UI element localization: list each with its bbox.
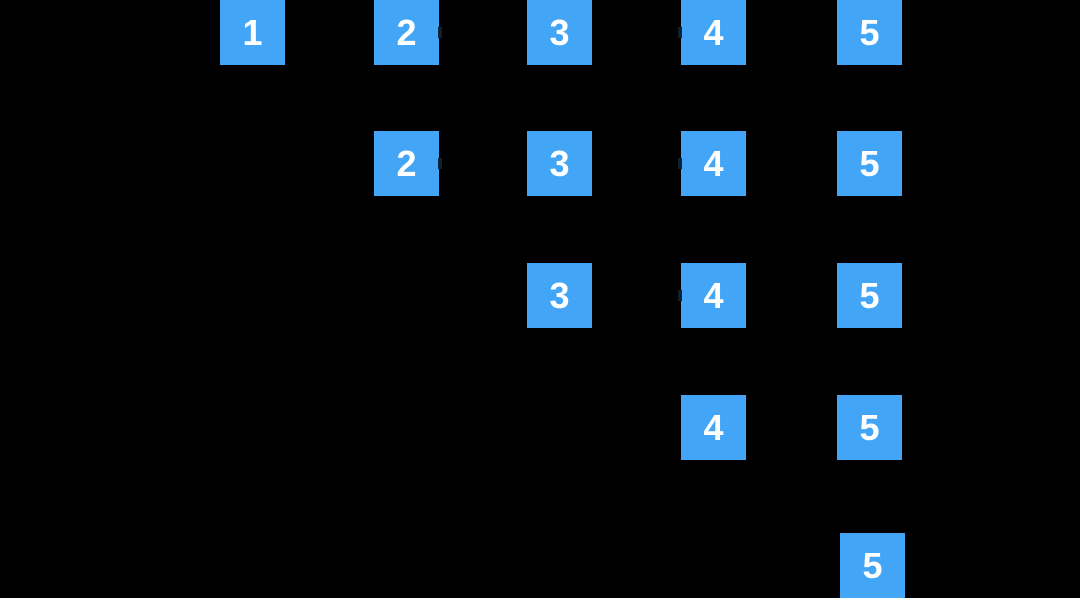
tile-r3-n5[interactable]: 5 (837, 263, 902, 328)
connector-marker-r2c4 (678, 158, 682, 169)
tile-r1-n3[interactable]: 3 (527, 0, 592, 65)
tile-r4-n4[interactable]: 4 (681, 395, 746, 460)
tile-r5-n5[interactable]: 5 (840, 533, 905, 598)
tile-r3-n4[interactable]: 4 (681, 263, 746, 328)
connector-marker-r3c4 (678, 290, 682, 301)
tile-r3-n3[interactable]: 3 (527, 263, 592, 328)
tile-r4-n5[interactable]: 5 (837, 395, 902, 460)
tile-r1-n1[interactable]: 1 (220, 0, 285, 65)
tile-r2-n4[interactable]: 4 (681, 131, 746, 196)
tile-r1-n5[interactable]: 5 (837, 0, 902, 65)
connector-marker-r2c2 (438, 158, 442, 169)
tile-r1-n2[interactable]: 2 (374, 0, 439, 65)
connector-marker-r1c2 (438, 27, 442, 38)
connector-marker-r1c4 (678, 27, 682, 38)
tile-r2-n3[interactable]: 3 (527, 131, 592, 196)
tile-r2-n2[interactable]: 2 (374, 131, 439, 196)
tile-r2-n5[interactable]: 5 (837, 131, 902, 196)
tile-r1-n4[interactable]: 4 (681, 0, 746, 65)
